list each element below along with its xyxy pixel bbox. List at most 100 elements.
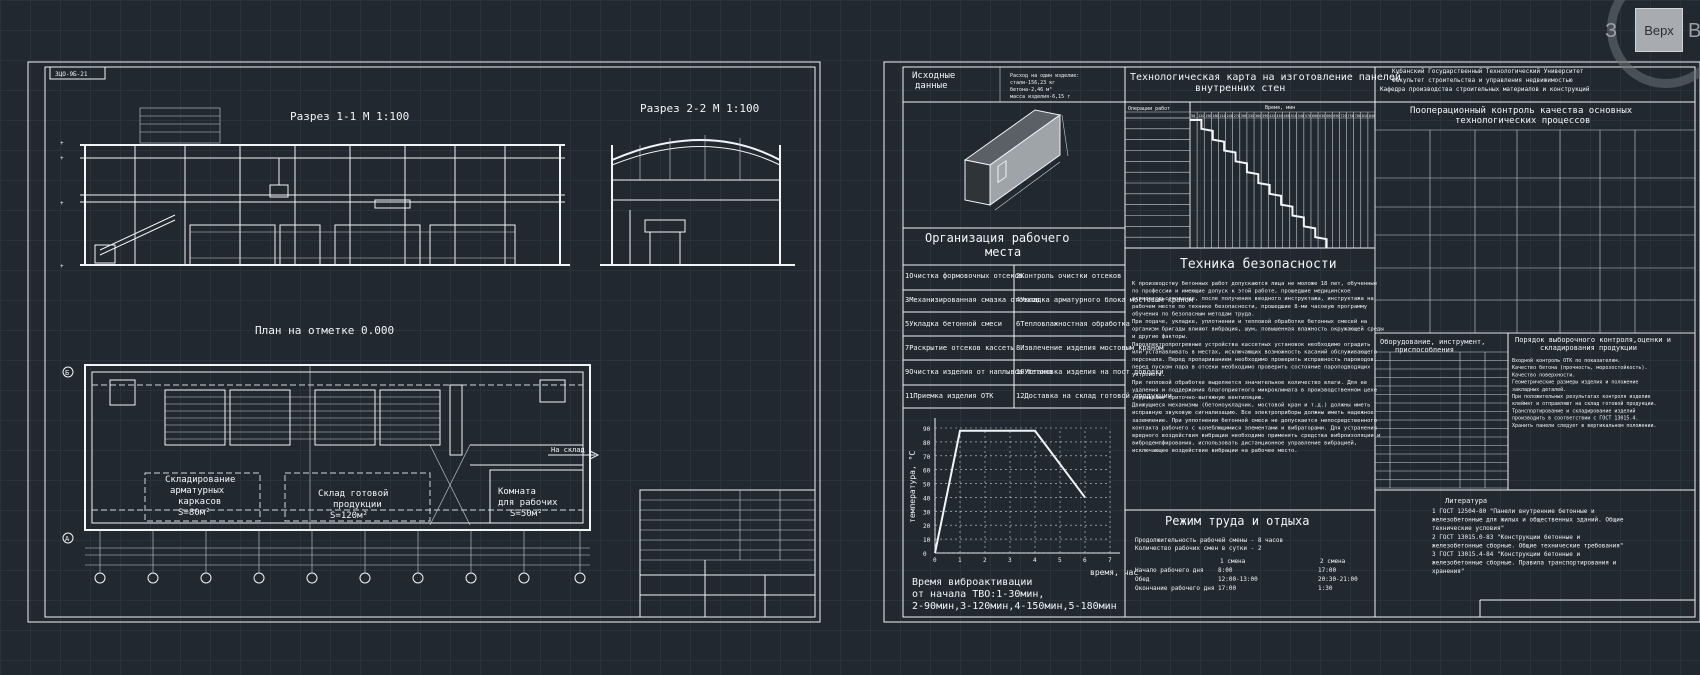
safety-line: организм бригады влияют вибрация, шум, п… (1132, 326, 1384, 333)
graph-y-tick: 80 (923, 440, 931, 447)
workplace-item-12: 12Доставка на склад готовой продукции (1016, 392, 1172, 400)
plan-title: План на отметке 0.000 (255, 324, 394, 337)
graph-x-tick: 2 (983, 557, 987, 564)
gantt-time-tick: 210 (1219, 114, 1225, 118)
gantt-time-tick: 840 (1369, 114, 1375, 118)
safety-line: исправную звуковую сигнализацию. Все эле… (1132, 409, 1374, 416)
viewcube-top-face[interactable]: Верх (1635, 8, 1683, 52)
shift-2-value: 20:30-21:00 (1318, 576, 1358, 583)
literature-title: Литература (1445, 497, 1487, 505)
acceptance-text: Входной контроль ОТК по показателям. Кач… (1512, 358, 1657, 429)
literature-line: 1 ГОСТ 12504-80 "Панели внутренние бетон… (1432, 508, 1595, 515)
gantt-time-tick: 690 (1333, 114, 1339, 118)
viewcube-east-label[interactable]: В (1688, 20, 1700, 42)
gantt-time-tick: 540 (1298, 114, 1304, 118)
gantt-time-tick: 270 (1234, 114, 1240, 118)
section1-title: Разрез 1-1 М 1:100 (290, 110, 409, 123)
gantt-time-tick: 300 (1241, 114, 1247, 118)
graph-y-tick: 50 (923, 482, 931, 489)
svg-text:+: + (60, 200, 64, 207)
workplace-item-11: 11Приемка изделия ОТК (905, 392, 994, 400)
workplace-item-10: 10Установка изделия на пост доводки (1016, 368, 1164, 376)
shift-row-label: Начало рабочего дня (1135, 567, 1204, 574)
graph-y-tick: 0 (923, 551, 927, 558)
acceptance-line: производить в соответствии с ГОСТ 13015.… (1512, 416, 1638, 422)
sheet1-frame (44, 66, 816, 618)
shift-1-value: 17:00 (1218, 585, 1236, 592)
axis-a-label: А (65, 535, 70, 543)
acceptance-line: Входной контроль ОТК по показателям. (1512, 358, 1620, 364)
operations-header: Операции работ (1128, 105, 1170, 112)
literature-line: железобетонные сборные. Правила транспор… (1432, 560, 1617, 567)
gantt-time-tick: 810 (1362, 114, 1368, 118)
literature-line: хранения" (1432, 568, 1465, 575)
literature-line: 3 ГОСТ 13015.4-84 "Конструкции бетонные … (1432, 551, 1580, 558)
safety-line: или устанавливать в местах, исключающих … (1132, 348, 1377, 355)
safety-text: К производству бетонных работ допускаютс… (1132, 280, 1384, 454)
gantt-time-tick: 630 (1319, 114, 1325, 118)
workplace-item-9: 9Очистка изделия от наплывов бетона (905, 368, 1053, 376)
shift-2-label: 2 смена (1320, 558, 1346, 565)
gantt-time-tick: 390 (1262, 114, 1268, 118)
acceptance-line: При положительных результатах контроля и… (1512, 394, 1650, 400)
gantt-time-tick: 330 (1248, 114, 1254, 118)
sheet2-frame (902, 66, 1696, 618)
safety-line: заземление. При уплотнении бетонной смес… (1132, 417, 1377, 424)
literature-line: технические условия" (1432, 525, 1504, 532)
safety-line: исключающее воздействие вибрации на рабо… (1132, 447, 1298, 454)
graph-y-tick: 30 (923, 509, 931, 516)
quality-control-table (1374, 129, 1696, 334)
svg-text:+: + (60, 263, 64, 270)
safety-line: по профессии и имеющие допуск к этой раб… (1132, 288, 1351, 295)
shift-row-label: Обед (1135, 576, 1150, 583)
workplace-item-8: 8Извлечение изделия мостовым краном (1016, 344, 1164, 352)
sheet2-border (883, 61, 1700, 623)
graph-x-tick: 1 (958, 557, 962, 564)
work-rest-title: Режим труда и отдыха (1165, 514, 1310, 528)
section2-title: Разрез 2-2 М 1:100 (640, 102, 759, 115)
viewcube-west-label[interactable]: З (1605, 20, 1618, 42)
safety-line: При тепловой обработке выделяется значит… (1132, 379, 1367, 386)
gantt-time-tick: 420 (1269, 114, 1275, 118)
gantt-time-tick: 720 (1340, 114, 1346, 118)
viewcube[interactable]: З Верх В (1575, 0, 1700, 88)
gantt-time-tick: 750 (1348, 114, 1354, 118)
safety-line: и другие факторы. (1132, 334, 1188, 340)
gantt-time-tick: 570 (1305, 114, 1311, 118)
shift-1-label: 1 смена (1220, 558, 1246, 565)
axis-number-markers (94, 530, 586, 584)
safety-line: контакта рабочего с колеблющимися элемен… (1132, 424, 1377, 431)
graph-y-tick: 70 (923, 454, 931, 461)
graph-ylabel: температура, °С (908, 451, 917, 523)
viewcube-compass-ring[interactable] (1607, 0, 1700, 88)
time-header: Время, мин (1265, 105, 1295, 111)
graph-y-tick: 40 (923, 495, 931, 502)
acceptance-line: закладных деталей. (1512, 387, 1566, 393)
graph-y-tick: 10 (923, 537, 931, 544)
shift-2-value: 17:00 (1318, 567, 1336, 574)
gantt-time-tick: 600 (1312, 114, 1318, 118)
acceptance-line: Качество поверхности. (1512, 372, 1575, 378)
graph-x-tick: 0 (933, 557, 937, 564)
workplace-item-1: 1Очистка формовочных отсеков (905, 272, 1023, 280)
literature-line: железобетонные для жилых и общественных … (1432, 517, 1624, 524)
acceptance-line: Хранить панели следует в вертикальном по… (1512, 423, 1657, 429)
sheet1-stamp: ЗЦО-9Б-21 (55, 71, 88, 78)
equipment-title: Оборудование, инструмент,приспособления (1380, 338, 1485, 354)
safety-line: перед пуском пара в отсеки необходимо пр… (1132, 364, 1371, 371)
svg-text:+: + (60, 140, 64, 147)
gantt-time-tick: 510 (1291, 114, 1297, 118)
literature-line: железобетонные сборные. Общие технически… (1432, 542, 1623, 549)
gantt-time-tick: 50 (1191, 114, 1195, 118)
literature-list: 1 ГОСТ 12504-80 "Панели внутренние бетон… (1432, 508, 1624, 575)
plan-drawing: Б А (62, 364, 600, 584)
